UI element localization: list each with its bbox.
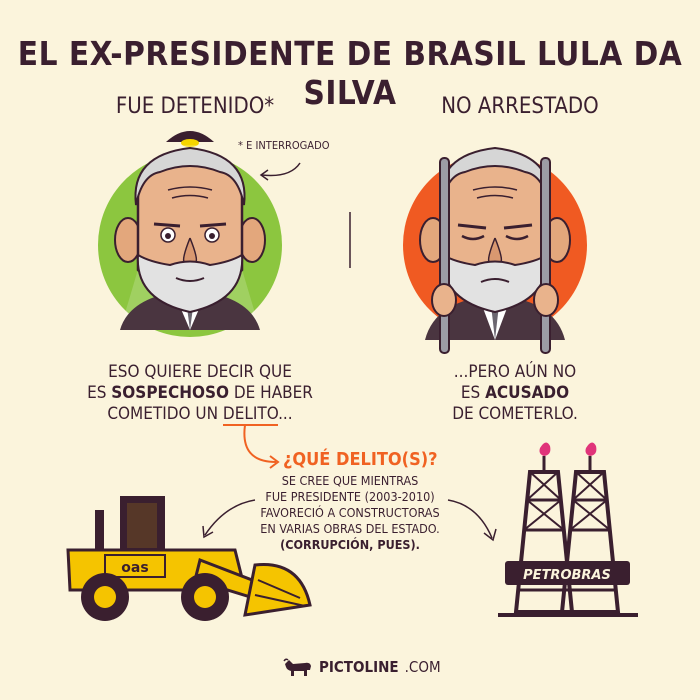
footer-brand[interactable]: PICTOLINE .COM: [283, 656, 441, 678]
right-caption-line2: ES ACUSADO: [395, 383, 635, 404]
caption-bold-sospechoso: SOSPECHOSO: [111, 383, 230, 403]
caption-text: ES: [87, 383, 112, 403]
bulldozer-illustration: [66, 496, 312, 621]
footnote-note: * E INTERROGADO: [238, 139, 330, 152]
lamp-bulb: [181, 139, 199, 147]
explanation: SE CREE QUE MIENTRAS FUE PRESIDENTE (200…: [250, 473, 450, 553]
left-portrait: [98, 131, 282, 337]
footer-brand-name: PICTOLINE: [319, 658, 399, 676]
rig-label: PETROBRAS: [523, 568, 611, 583]
note-arrowhead: [259, 169, 269, 181]
caption-text: ...: [278, 404, 293, 424]
right-caption: ...PERO AÚN NO ES ACUSADO DE COMETERLO.: [395, 362, 635, 425]
left-caption-line3: COMETIDO UN DELITO...: [80, 404, 320, 426]
caption-text: COMETIDO UN: [107, 404, 223, 424]
lamp-icon: [166, 131, 214, 142]
explanation-line: EN VARIAS OBRAS DEL ESTADO.: [260, 521, 440, 536]
right-caption-line1: ...PERO AÚN NO: [453, 362, 577, 382]
explanation-line: FUE PRESIDENTE (2003-2010): [265, 489, 435, 504]
rig-arrow: [447, 499, 493, 539]
right-caption-line3: DE COMETERLO.: [452, 404, 578, 424]
question-heading: ¿QUÉ DELITO(S)?: [283, 449, 438, 470]
bulldozer-label: oas: [121, 560, 148, 576]
bull-logo-icon: [283, 658, 311, 676]
footer-domain: .COM: [404, 658, 441, 676]
caption-text: ES: [460, 383, 486, 403]
jail-bar: [540, 157, 551, 354]
bulldozer-arrow: [204, 499, 256, 536]
right-portrait: [403, 146, 587, 354]
jail-bar: [439, 157, 450, 354]
left-heading: FUE DETENIDO*: [115, 94, 275, 119]
left-caption-line2: ES SOSPECHOSO DE HABER: [80, 383, 320, 404]
left-caption-line1: ESO QUIERE DECIR QUE: [108, 362, 292, 382]
right-heading: NO ARRESTADO: [441, 94, 599, 119]
caption-bold-acusado: ACUSADO: [485, 383, 570, 403]
explanation-line: FAVORECIÓ A CONSTRUCTORAS: [260, 505, 440, 520]
question-arrow: [243, 424, 277, 463]
note-arrow: [261, 162, 301, 177]
left-caption: ESO QUIERE DECIR QUE ES SOSPECHOSO DE HA…: [80, 362, 320, 426]
explanation-line-bold: (CORRUPCIÓN, PUES).: [280, 537, 420, 552]
page-title: EL EX-PRESIDENTE DE BRASIL LULA DA SILVA: [17, 34, 683, 112]
caption-text: DE HABER: [229, 383, 313, 403]
oil-rig-illustration: [498, 442, 638, 617]
explanation-line: SE CREE QUE MIENTRAS: [281, 473, 419, 488]
caption-underline-delito: DELITO: [222, 404, 279, 426]
